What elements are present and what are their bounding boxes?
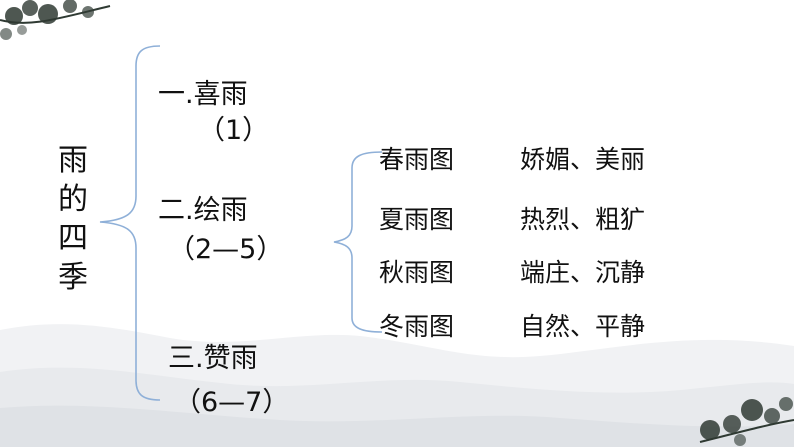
pine-branch-top-left bbox=[0, 0, 111, 40]
sub-brace bbox=[333, 151, 383, 333]
rain-picture-name: 夏雨图 bbox=[379, 205, 455, 234]
section-title: 一.喜雨 bbox=[158, 79, 248, 110]
section-range: （6—7） bbox=[174, 387, 290, 418]
main-brace bbox=[99, 45, 161, 401]
rain-picture-desc: 热烈、粗犷 bbox=[520, 205, 646, 234]
rain-picture-desc: 自然、平静 bbox=[520, 312, 646, 341]
rain-picture-name: 秋雨图 bbox=[379, 258, 455, 287]
section-range: （1） bbox=[198, 115, 270, 146]
pine-branch-bottom-right bbox=[699, 397, 794, 446]
rain-picture-name: 冬雨图 bbox=[379, 312, 455, 341]
topic-char: 的 bbox=[58, 182, 88, 217]
topic-char: 四 bbox=[58, 221, 88, 256]
rain-picture-desc: 娇媚、美丽 bbox=[520, 145, 646, 174]
section-title: 三.赞雨 bbox=[168, 343, 258, 374]
topic-char: 雨 bbox=[58, 143, 88, 178]
rain-picture-desc: 端庄、沉静 bbox=[520, 258, 646, 287]
topic-char: 季 bbox=[58, 260, 88, 295]
section-range: （2—5） bbox=[168, 234, 284, 265]
section-title: 二.绘雨 bbox=[158, 195, 248, 226]
rain-picture-name: 春雨图 bbox=[379, 145, 455, 174]
